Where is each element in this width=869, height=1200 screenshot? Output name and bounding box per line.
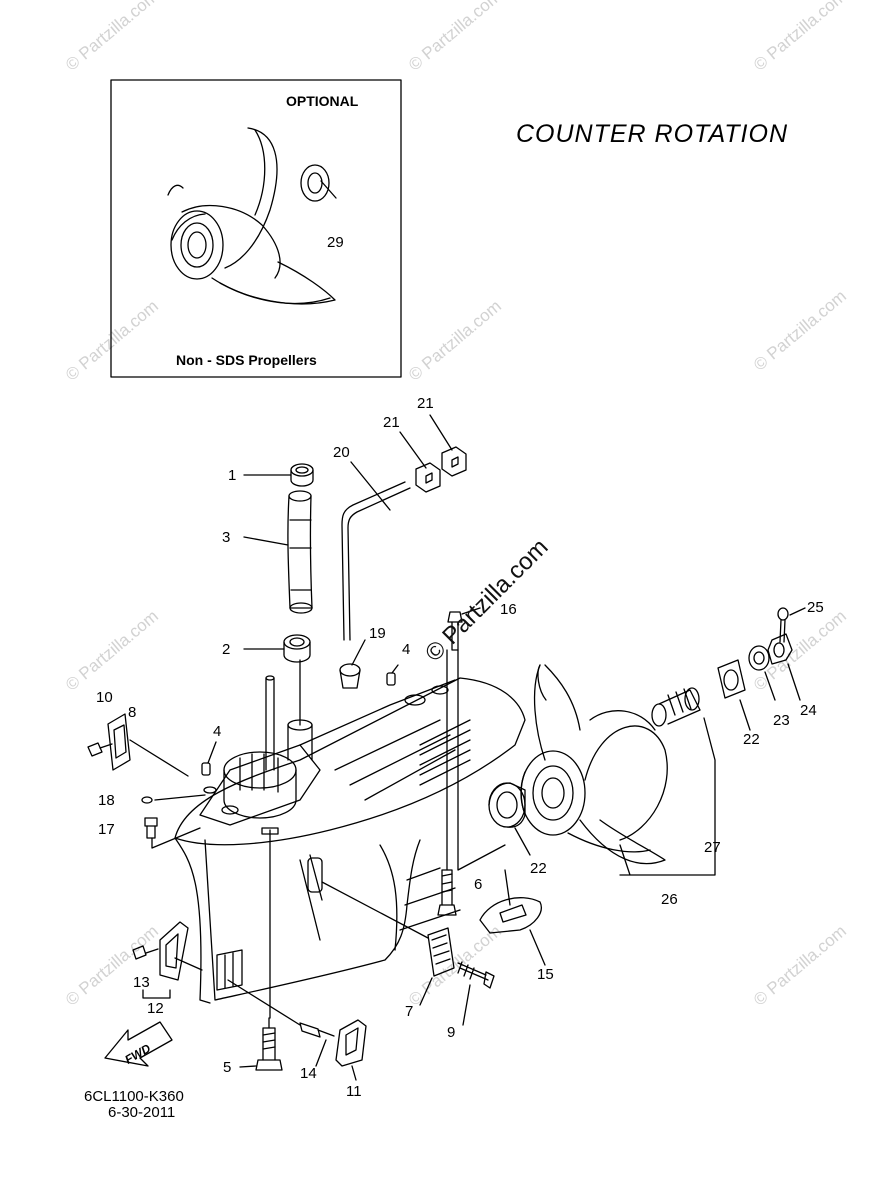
callout-2: 2 — [222, 641, 231, 658]
callout-19: 19 — [369, 625, 386, 642]
cotter-pin-26 — [777, 607, 789, 643]
callout-17: 17 — [98, 821, 115, 838]
leader-14 — [227, 979, 327, 1067]
gasket-18 — [141, 796, 153, 804]
leader-right-parts — [619, 607, 806, 876]
callout-29: 29 — [327, 234, 344, 251]
bolt-13 — [132, 945, 159, 960]
callout-21a: 21 — [383, 414, 400, 431]
callout-15: 15 — [537, 966, 554, 983]
callout-4b: 4 — [213, 723, 222, 740]
fwd-arrow — [104, 1021, 173, 1067]
callout-22: 22 — [530, 860, 547, 877]
leader-lines-top — [207, 414, 481, 764]
callout-28: 27 — [704, 839, 721, 856]
callout-10: 10 — [96, 689, 113, 706]
dowel-pin-4 — [386, 672, 396, 686]
callout-20: 20 — [333, 444, 350, 461]
callout-21b: 21 — [417, 395, 434, 412]
callout-7: 7 — [405, 1003, 414, 1020]
bolt-9 — [457, 961, 495, 989]
bolt-16 — [447, 611, 463, 651]
bolt-10 — [87, 742, 113, 757]
callout-18: 18 — [98, 792, 115, 809]
spacer-28 — [651, 687, 701, 727]
thrust-holder-22 — [488, 782, 526, 828]
tube-20 — [341, 481, 411, 641]
spline-washer-29 — [300, 164, 337, 202]
callout-11: 11 — [346, 1083, 362, 1100]
clamp-21 — [415, 446, 467, 493]
nut-25 — [767, 633, 793, 665]
callout-5: 5 — [223, 1059, 232, 1076]
propeller-27 — [520, 664, 668, 865]
leader-22 — [514, 827, 531, 856]
cover-11 — [335, 1019, 367, 1067]
optional-parts-box — [110, 79, 402, 378]
grommet-1 — [290, 463, 314, 487]
callout-8: 8 — [128, 704, 137, 721]
callout-25: 24 — [800, 702, 817, 719]
callout-16: 16 — [500, 601, 517, 618]
grommet-19 — [339, 663, 361, 689]
leader-15 — [529, 929, 546, 966]
plug-17 — [144, 817, 158, 839]
callout-9: 9 — [447, 1024, 456, 1041]
callout-4a: 4 — [402, 641, 411, 658]
cover-12 — [159, 921, 189, 981]
leader-5 — [239, 1017, 270, 1068]
optional-propeller-drawing — [167, 127, 336, 305]
callout-6: 6 — [474, 876, 483, 893]
leader-6-16 — [446, 649, 506, 871]
dowel-pin-4 — [201, 762, 211, 776]
trim-tab-15 — [479, 869, 542, 934]
callout-1: 1 — [228, 467, 237, 484]
water-tube-3 — [287, 490, 313, 614]
lower-case-housing — [174, 675, 526, 1019]
callout-13: 13 — [133, 974, 150, 991]
washer-23 — [717, 659, 746, 699]
washer-24 — [748, 645, 770, 671]
leader-12 — [142, 957, 203, 999]
leader-lines-left — [129, 739, 206, 849]
callout-14: 14 — [300, 1065, 317, 1082]
bolt-5 — [255, 1027, 283, 1071]
leader-11 — [351, 1065, 357, 1081]
callout-12: 12 — [147, 1000, 164, 1017]
leader-7-9 — [321, 881, 471, 1026]
callout-23: 22 — [743, 731, 760, 748]
page-heading: COUNTER ROTATION — [516, 120, 789, 148]
anode-7 — [427, 927, 455, 977]
bolt-14 — [299, 1022, 335, 1038]
optional-box-caption: Non - SDS Propellers — [176, 352, 317, 368]
seal-2 — [283, 634, 311, 663]
optional-box-title: OPTIONAL — [286, 93, 359, 109]
plate-8 — [107, 713, 131, 771]
callout-26: 25 — [807, 599, 824, 616]
diagram-date: 6-30-2011 — [108, 1104, 176, 1121]
callout-24: 23 — [773, 712, 790, 729]
callout-3: 3 — [222, 529, 231, 546]
diagram-part-code: 6CL1100-K360 — [84, 1088, 184, 1105]
callout-27: 26 — [661, 891, 678, 908]
